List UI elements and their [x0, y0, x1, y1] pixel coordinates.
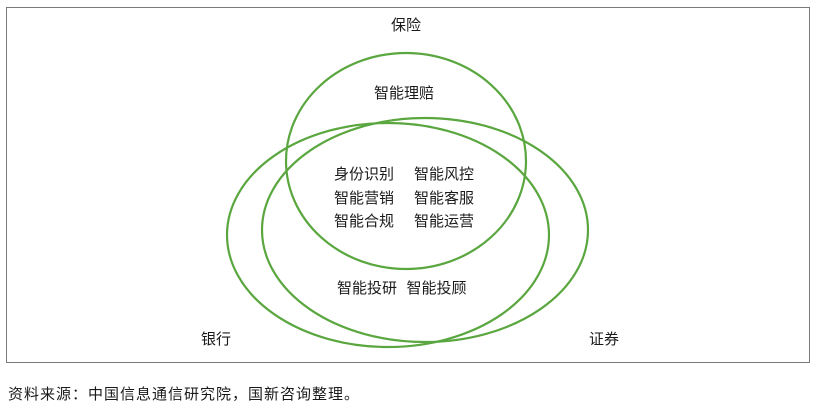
region-label-bank-securities: 智能投研 智能投顾	[337, 279, 467, 297]
set-label-bank: 银行	[201, 330, 232, 348]
bank-circle	[225, 121, 551, 349]
center-left-item: 身份识别	[334, 165, 395, 183]
set-label-insurance: 保险	[391, 16, 422, 34]
center-right-list: 智能风控 智能客服 智能运营	[414, 163, 474, 234]
center-right-item: 智能客服	[414, 188, 475, 207]
securities-circle	[260, 116, 590, 344]
source-note: 资料来源：中国信息通信研究院，国新咨询整理。	[8, 385, 361, 403]
center-left-item: 智能合规	[334, 212, 395, 230]
center-left-item: 智能营销	[334, 188, 395, 207]
diagram-frame	[6, 7, 810, 363]
insurance-circle	[284, 51, 528, 271]
region-label-insurance-only: 智能理赔	[374, 84, 435, 102]
center-right-item: 智能运营	[414, 212, 475, 230]
set-label-securities: 证券	[589, 330, 620, 348]
center-left-list: 身份识别 智能营销 智能合规	[334, 163, 394, 234]
center-right-item: 智能风控	[414, 165, 475, 183]
